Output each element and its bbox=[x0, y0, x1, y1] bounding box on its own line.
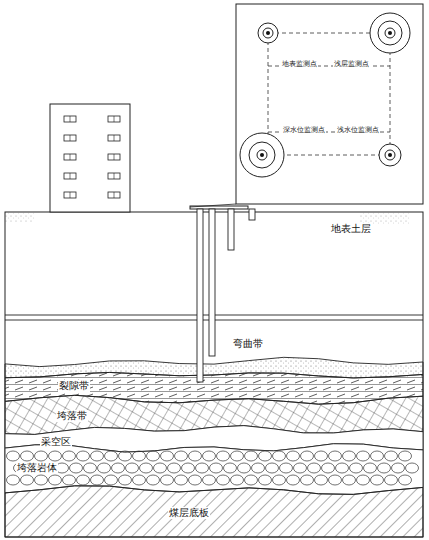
point-label: 浅水位监测点 bbox=[336, 126, 380, 134]
point-label: 深水位监测点 bbox=[282, 126, 326, 134]
layer-name: 垮落带 bbox=[56, 410, 88, 422]
point-label: 浅层监测点 bbox=[333, 60, 370, 68]
monitoring-wells bbox=[190, 206, 255, 382]
layer-name: 地表土层 bbox=[330, 223, 372, 235]
layer-name: 采空区 bbox=[40, 436, 72, 448]
layer-name: 裂隙带 bbox=[58, 380, 90, 392]
layer-name: 弯曲带 bbox=[232, 338, 264, 350]
point-label: 地表监测点 bbox=[281, 60, 318, 68]
monitoring-layout-inset bbox=[190, 4, 423, 207]
rock-blocks bbox=[7, 451, 419, 485]
layer-name: 垮落岩体 bbox=[16, 462, 58, 474]
layer-name: 煤层底板 bbox=[168, 507, 210, 519]
building bbox=[50, 104, 130, 212]
coal-seam-floor bbox=[5, 486, 423, 537]
